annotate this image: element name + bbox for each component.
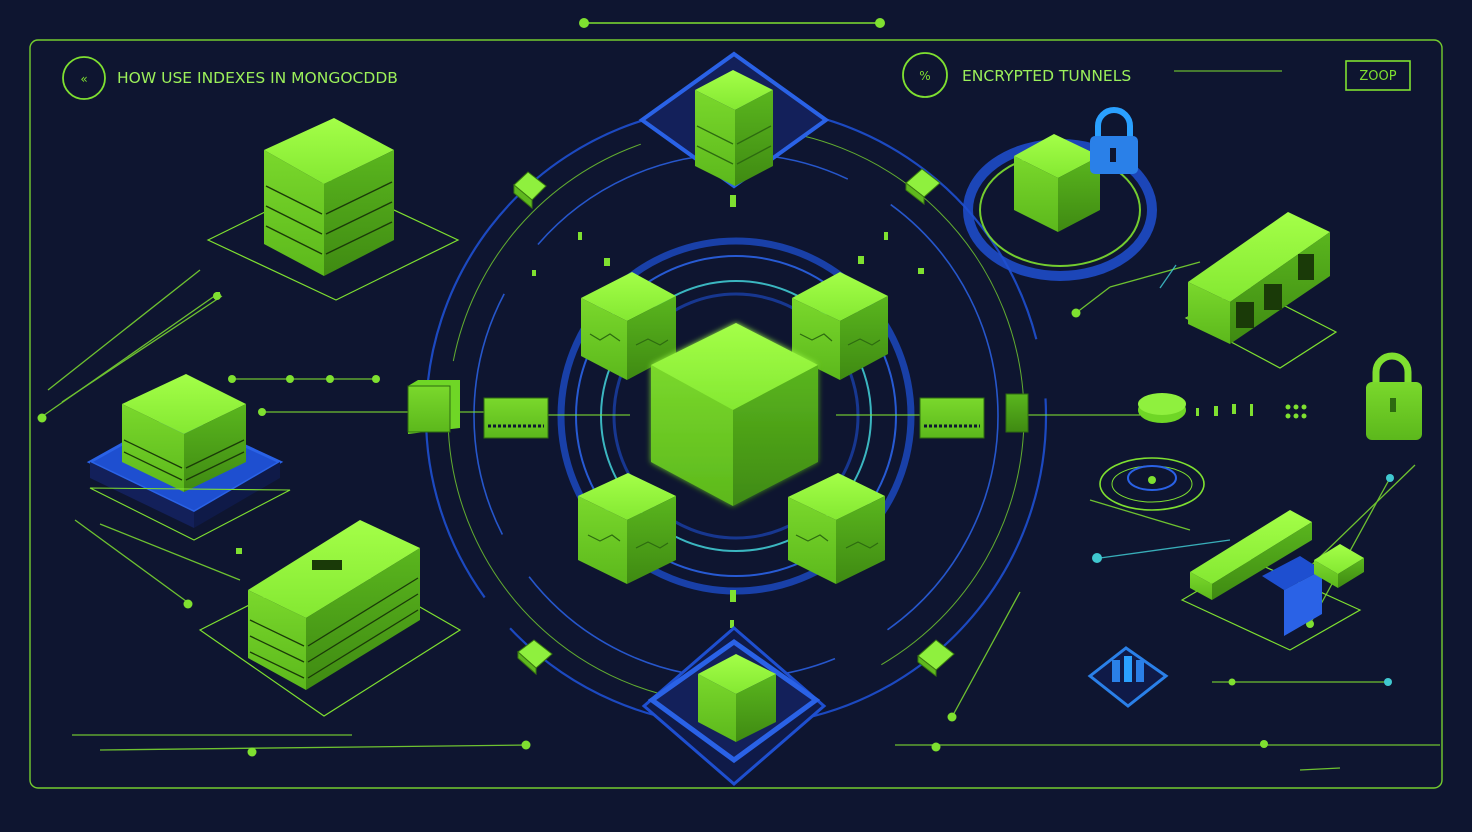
header-left-title: HOW USE INDEXES IN MONGOCDDB [117,69,398,87]
header-right: % ENCRYPTED TUNNELS ZOOP [902,52,1411,98]
header-left: « HOW USE INDEXES IN MONGOCDDB [62,56,398,100]
header-right-badge [902,52,948,98]
disc-platform [1099,457,1205,511]
header-right-title: ENCRYPTED TUNNELS [962,67,1131,85]
padlock-icon [1366,352,1422,440]
central-cube [651,323,818,506]
cylinder-node [1138,393,1307,423]
ring-glyphs [216,195,924,628]
top-connector [579,18,885,28]
surrounding-cube-bottom-right [788,473,885,584]
connection-lines [39,261,1440,771]
server-stack-top-left [206,118,460,301]
server-block-right [1184,212,1338,369]
server-stack-bottom-left [198,520,462,717]
ring-node-cubes [513,168,955,678]
header-left-badge-text: « [80,72,87,86]
connection-dots-cyan [1092,474,1394,686]
connection-dots [37,292,1314,757]
server-stack-mid-left [86,374,291,541]
padlock-icon [1090,107,1138,174]
left-connector-blocks [407,380,549,439]
outer-frame [29,39,1443,789]
surrounding-cube-bottom-left [578,473,676,584]
header-left-badge [62,56,106,100]
encrypted-cube-group [963,134,1157,281]
top-diamond-node [638,51,830,189]
zoom-tag-label: ZOOP [1359,69,1396,84]
right-connector-blocks [919,393,1029,439]
zoom-tag[interactable] [1345,60,1411,91]
bottom-diamond-node [641,626,827,786]
database-icon [1087,646,1169,708]
connection-lines-cyan [1099,264,1231,559]
connector-assembly-right [1180,510,1364,651]
header-right-badge-text: % [919,69,930,83]
